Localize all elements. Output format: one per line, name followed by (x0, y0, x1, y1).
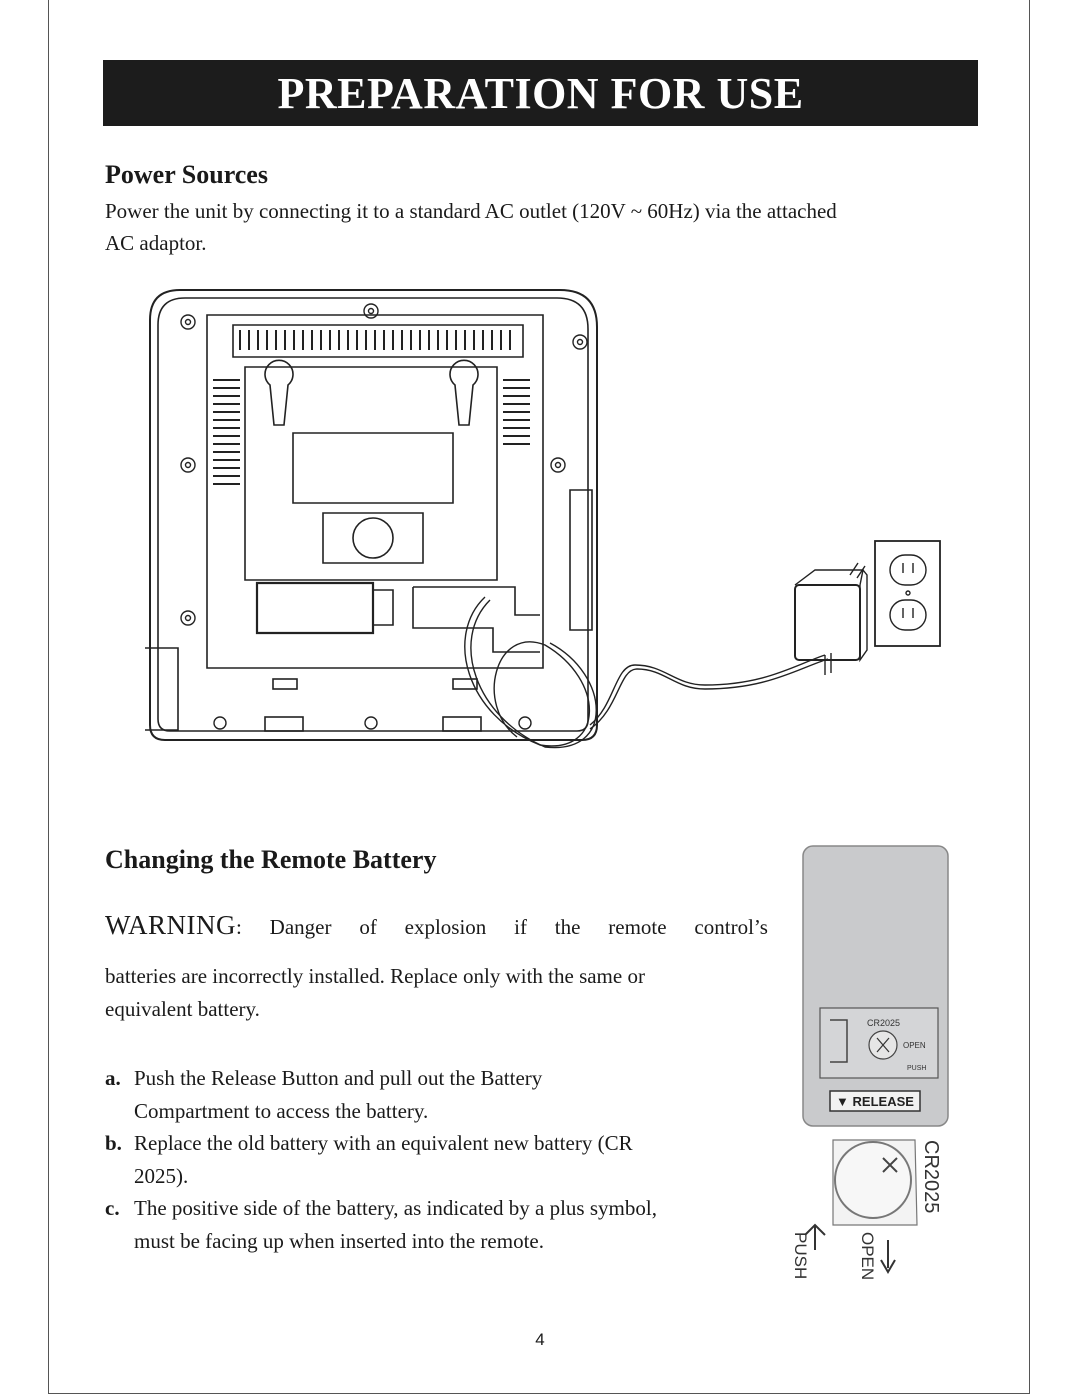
power-sources-body-line1: Power the unit by connecting it to a sta… (105, 199, 837, 223)
warning-word: of (359, 915, 377, 939)
remote-battery-illustration: CR2025 OPEN PUSH ▼ RELEASE CR2025 OPEN P… (791, 845, 949, 1280)
compartment-push-label: PUSH (907, 1065, 926, 1072)
compartment-open-label: OPEN (903, 1041, 926, 1050)
remote-battery-heading: Changing the Remote Battery (105, 845, 437, 874)
list-item: b. Replace the old battery with an equiv… (105, 1127, 765, 1192)
list-item: a. Push the Release Button and pull out … (105, 1062, 765, 1127)
step-text: must be facing up when inserted into the… (134, 1228, 544, 1253)
push-arrow-icon (804, 1223, 826, 1250)
step-text: Replace the old battery with an equivale… (134, 1131, 633, 1155)
step-text: Compartment to access the battery. (134, 1098, 429, 1123)
battery-open-label: OPEN (858, 1232, 877, 1280)
power-sources-heading: Power Sources (105, 160, 268, 189)
step-text: The positive side of the battery, as ind… (134, 1196, 657, 1220)
warning-word: remote (608, 915, 667, 939)
warning-label: WARNING (105, 910, 236, 940)
warning-body-line3: equivalent battery. (105, 997, 260, 1021)
list-item: c. The positive side of the battery, as … (105, 1192, 765, 1257)
page-frame (48, 0, 1030, 1394)
step-letter: a. (105, 1066, 121, 1090)
battery-steps-list: a. Push the Release Button and pull out … (105, 1062, 765, 1257)
warning-word: the (554, 915, 581, 939)
warning-word: explosion (404, 915, 487, 939)
release-label: ▼ RELEASE (836, 1094, 914, 1109)
page-title-banner: PREPARATION FOR USE (103, 60, 978, 126)
step-text: Push the Release Button and pull out the… (134, 1066, 543, 1090)
warning-body-line2: batteries are incorrectly installed. Rep… (105, 964, 645, 988)
compartment-label: CR2025 (867, 1018, 900, 1028)
page-number: 4 (535, 1330, 545, 1349)
page-title: PREPARATION FOR USE (277, 68, 804, 118)
power-sources-body-line2: AC adaptor. (105, 231, 207, 255)
step-text: 2025). (134, 1163, 189, 1188)
warning-colon: : (236, 915, 242, 939)
warning-line: WARNING: Danger of explosion if the remo… (105, 910, 768, 941)
step-letter: c. (105, 1196, 120, 1220)
warning-word: if (514, 915, 527, 939)
battery-push-label: PUSH (791, 1232, 810, 1279)
step-letter: b. (105, 1131, 122, 1155)
warning-word: control’s (694, 915, 768, 939)
open-arrow-icon (880, 1240, 896, 1274)
battery-label: CR2025 (920, 1140, 942, 1213)
warning-word: Danger (269, 915, 332, 939)
unit-back-illustration (145, 289, 941, 749)
